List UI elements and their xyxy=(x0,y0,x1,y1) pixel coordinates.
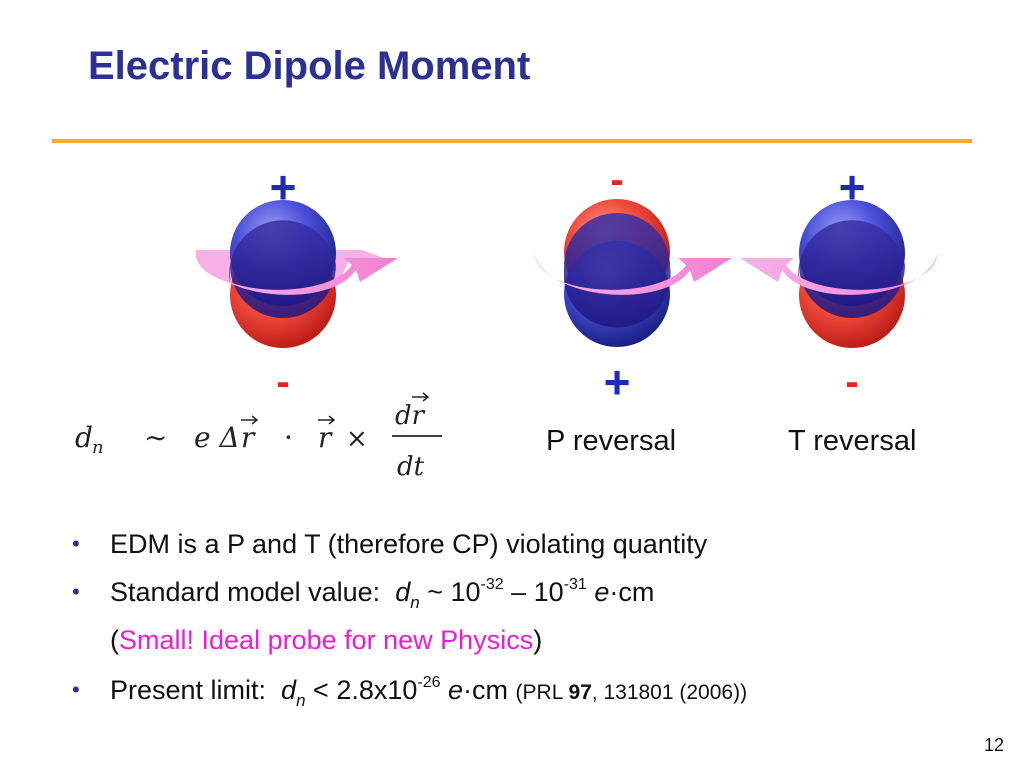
bottom-charge-sign: - xyxy=(845,360,858,404)
top-charge-sign: + xyxy=(270,161,297,213)
formula-r: r xyxy=(241,421,256,454)
formula-e-delta: e Δ xyxy=(194,421,240,454)
bullet-continuation: (Small! Ideal probe for new Physics) xyxy=(110,625,543,655)
formula-r2: r xyxy=(318,421,333,454)
p-reversal-label: P reversal xyxy=(546,425,677,457)
formula-cross: × xyxy=(346,424,368,454)
bullet-edm-violation: • EDM is a P and T (therefore CP) violat… xyxy=(70,520,747,568)
dipole-diagram: + - - + + - xyxy=(195,158,938,408)
neutron-t-reversed: + - xyxy=(740,161,938,404)
top-charge-sign: + xyxy=(839,161,866,213)
spin-arrow-icon xyxy=(534,252,732,295)
bullet-dot: • xyxy=(72,579,80,604)
formula-numerator: dr xyxy=(395,401,426,431)
formula-sub-n: n xyxy=(92,437,104,458)
edm-formula: d n ∼ e Δ r · r × dr dt xyxy=(75,392,442,482)
formula-tilde: ∼ xyxy=(144,421,167,454)
spin-arrow-icon xyxy=(740,252,938,295)
bullet-dot: • xyxy=(72,677,80,702)
neutron-original: + - xyxy=(195,161,398,404)
bottom-charge-sign: - xyxy=(276,360,289,404)
formula-dot: · xyxy=(284,421,293,454)
reference-citation: (PRL 97, 131801 (2006)) xyxy=(515,681,748,704)
formula-d: d xyxy=(75,421,93,454)
highlight-text: Small! Ideal probe for new Physics xyxy=(119,625,534,655)
bottom-charge-sign: + xyxy=(604,356,631,408)
bullet-present-limit: • Present limit: dn < 2.8x10-26 e·cm (PR… xyxy=(70,666,747,714)
t-reversal-label: T reversal xyxy=(788,425,917,457)
formula-denominator: dt xyxy=(397,452,425,482)
page-number: 12 xyxy=(983,735,1004,755)
bullet-dot: • xyxy=(72,531,80,556)
bullet-list: • EDM is a P and T (therefore CP) violat… xyxy=(70,520,747,714)
spin-arrow-icon xyxy=(200,252,398,295)
slide-title: Electric Dipole Moment xyxy=(88,44,531,88)
top-charge-sign: - xyxy=(610,158,623,202)
neutron-p-reversed: - + xyxy=(534,158,732,408)
title-divider xyxy=(52,139,972,143)
bullet-standard-model: • Standard model value: dn ~ 10-32 – 10-… xyxy=(70,568,747,616)
